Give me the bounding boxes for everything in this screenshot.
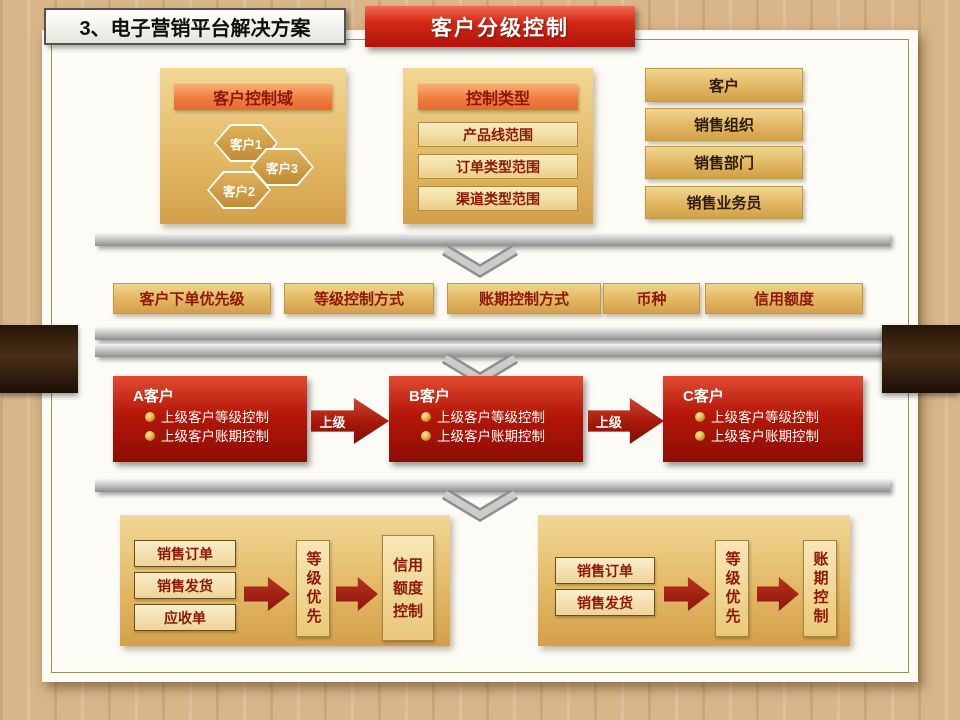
org-box-salesperson: 销售业务员 [645, 186, 803, 219]
control-type-item-order-type: 订单类型范围 [418, 154, 578, 179]
tier-a-bullet-1: 上级客户等级控制 [161, 410, 269, 425]
divider-bar-1 [95, 233, 890, 246]
flow-panel-credit-period: 销售订单 销售发货 等级优先 账期控制 [538, 515, 850, 646]
control-type-item-product-line: 产品线范围 [418, 122, 578, 147]
tier-box-customer-a: A客户 上级客户等级控制 上级客户账期控制 [113, 376, 307, 462]
slide: 客户控制域 客户1 客户3 客户2 控制类型 产品线范围 订单类型范围 渠道类型… [42, 30, 918, 682]
slide-title-text: 客户分级控制 [431, 16, 569, 40]
bullet-sphere-icon [695, 412, 705, 422]
tier-c-bullet-2: 上级客户账期控制 [711, 429, 819, 444]
divider-bar-2b [95, 344, 883, 357]
control-box-credit-limit: 信用额度控制 [382, 535, 434, 641]
tier-a-name: A客户 [133, 388, 174, 405]
org-box-customer: 客户 [645, 68, 803, 102]
tier-box-customer-b: B客户 上级客户等级控制 上级客户账期控制 [389, 376, 583, 462]
divider-bar-2a [95, 327, 890, 340]
doc-box-sales-order-left: 销售订单 [134, 540, 236, 567]
divider-bar-3 [95, 479, 890, 492]
arrow-label-superior-2: 上级 [595, 414, 622, 430]
tier-b-bullet-2: 上级客户账期控制 [437, 429, 545, 444]
control-box-credit-period: 账期控制 [803, 540, 837, 637]
right-arrow-a-to-b: 上级 [311, 398, 389, 444]
bullet-sphere-icon [695, 431, 705, 441]
tier-box-customer-c: C客户 上级客户等级控制 上级客户账期控制 [663, 376, 863, 462]
customer-domain-title: 客户控制域 [174, 84, 332, 110]
dim-box-credit-limit: 信用额度 [705, 283, 863, 314]
dim-box-currency: 币种 [603, 283, 700, 314]
dim-box-credit-period-control: 账期控制方式 [447, 283, 601, 314]
org-box-sales-dept: 销售部门 [645, 146, 803, 179]
right-arrow-icon [244, 577, 290, 611]
control-type-panel: 控制类型 产品线范围 订单类型范围 渠道类型范围 [403, 68, 593, 224]
right-arrow-b-to-c: 上级 [588, 398, 664, 444]
hexagon-customer-3-label: 客户3 [252, 150, 312, 184]
flow-panel-credit-limit: 销售订单 销售发货 应收单 等级优先 信用额度控制 [120, 515, 450, 646]
org-box-sales-org: 销售组织 [645, 108, 803, 141]
dim-box-order-priority: 客户下单优先级 [113, 283, 271, 314]
down-arrow-icon-3 [441, 490, 519, 522]
customer-domain-panel: 客户控制域 客户1 客户3 客户2 [160, 68, 346, 224]
bullet-sphere-icon [421, 412, 431, 422]
priority-box-right: 等级优先 [715, 540, 749, 637]
arrow-label-superior-1: 上级 [319, 414, 346, 430]
tier-b-name: B客户 [409, 388, 450, 405]
bullet-sphere-icon [145, 412, 155, 422]
left-ribbon-bar [0, 325, 78, 393]
tier-c-name: C客户 [683, 388, 724, 405]
bullet-sphere-icon [421, 431, 431, 441]
right-ribbon-bar [882, 325, 960, 393]
down-arrow-icon-1 [441, 246, 519, 278]
right-arrow-icon [757, 577, 799, 611]
tier-a-bullet-2: 上级客户账期控制 [161, 429, 269, 444]
right-arrow-icon [664, 577, 710, 611]
tier-c-bullet-1: 上级客户等级控制 [711, 410, 819, 425]
doc-box-sales-delivery-left: 销售发货 [134, 572, 236, 599]
control-type-item-channel-type: 渠道类型范围 [418, 186, 578, 211]
priority-box-left: 等级优先 [296, 540, 330, 637]
dim-box-tier-control: 等级控制方式 [284, 283, 434, 314]
section-title-text: 3、电子营销平台解决方案 [79, 18, 311, 40]
doc-box-sales-order-right: 销售订单 [555, 557, 655, 584]
hexagon-customer-2-label: 客户2 [209, 173, 269, 207]
control-type-title: 控制类型 [418, 84, 578, 110]
slide-title-banner: 客户分级控制 [365, 6, 635, 47]
right-arrow-icon [336, 577, 378, 611]
section-title: 3、电子营销平台解决方案 [44, 8, 346, 45]
bullet-sphere-icon [145, 431, 155, 441]
doc-box-sales-delivery-right: 销售发货 [555, 589, 655, 616]
doc-box-receivable: 应收单 [134, 604, 236, 631]
tier-b-bullet-1: 上级客户等级控制 [437, 410, 545, 425]
